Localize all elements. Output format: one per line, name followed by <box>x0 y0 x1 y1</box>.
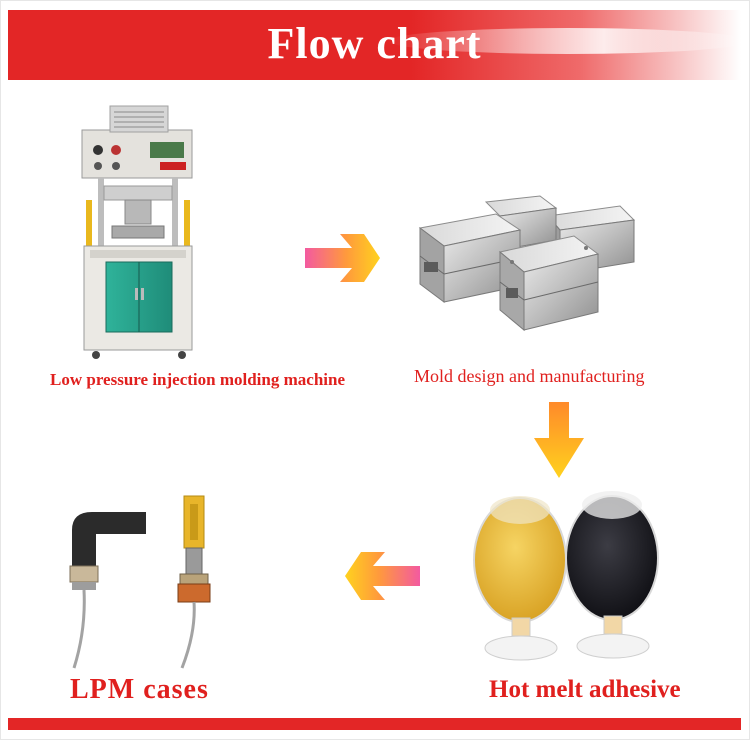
page-title: Flow chart <box>267 19 482 68</box>
arrow-right-icon <box>305 234 380 282</box>
mold-blocks-image <box>418 195 636 332</box>
header-banner: Flow chart <box>8 10 748 80</box>
footer-bar <box>8 718 741 730</box>
injection-molding-machine-image <box>81 105 193 359</box>
adhesive-jars-image <box>473 491 659 661</box>
step-label-mold: Mold design and manufacturing <box>414 366 645 386</box>
banner-shine <box>388 28 748 54</box>
arrow-down-icon <box>534 402 584 478</box>
arrow-left-icon <box>345 552 420 600</box>
step-label-adhesive: Hot melt adhesive <box>489 676 681 703</box>
step-label-machine: Low pressure injection molding machine <box>50 370 345 389</box>
lpm-cases-image <box>69 495 211 669</box>
step-label-lpm-cases: LPM cases <box>70 674 209 705</box>
